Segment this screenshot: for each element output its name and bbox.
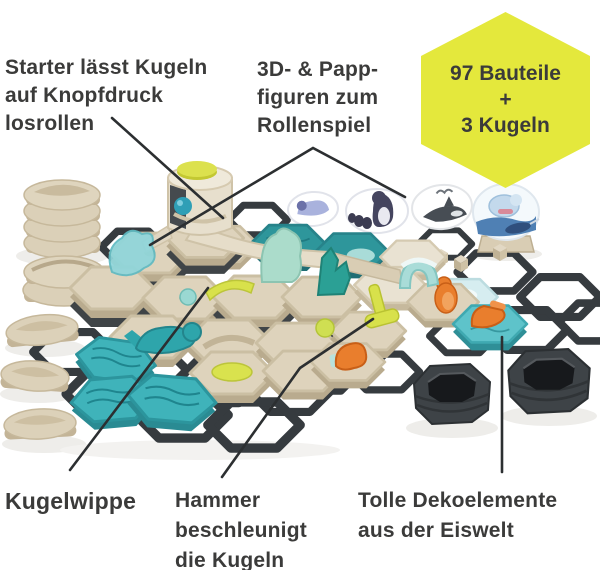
- spiral-stack: [0, 179, 106, 440]
- mint-arch-icon: [398, 257, 440, 289]
- orange-hammer-figure-icon: [470, 300, 506, 329]
- ice-figure-icon: [108, 229, 156, 277]
- figures: [108, 227, 506, 371]
- penguin-standee-icon: [345, 188, 409, 234]
- callout-kugelwippe-label: Kugelwippe: [5, 488, 137, 514]
- deco-tile: [72, 333, 160, 393]
- height-rings: [412, 347, 591, 426]
- callout-starter-label: Starter lässt Kugeln auf Knopfdruck losr…: [5, 56, 208, 135]
- orange-figure-icon: [329, 342, 368, 371]
- curve-tile: [0, 360, 70, 392]
- height-ring-icon: [412, 362, 492, 426]
- callout-hammer-label: Hammer beschleunigt die Kugeln: [175, 489, 307, 570]
- hammer-tool-icon: [364, 283, 400, 329]
- deco-tile: [124, 371, 220, 434]
- leader-line-starter: [110, 116, 225, 220]
- iceberg-figure-icon: [260, 227, 302, 283]
- orange-penguin-icon: [434, 276, 458, 314]
- height-ring-icon: [507, 347, 591, 415]
- leader-line-kugelwippe: [68, 286, 210, 472]
- callout-deko-label: Tolle Dekoelemente aus der Eiswelt: [358, 489, 558, 542]
- papp-standees: [287, 183, 540, 272]
- whale-standee-icon: [287, 190, 339, 228]
- seal-figure-icon: [124, 322, 202, 355]
- orca-standee-icon: [411, 183, 473, 231]
- leader-line-hammer: [220, 317, 375, 479]
- curve-tile: [5, 313, 79, 348]
- ice-crystal-icon: [316, 246, 352, 297]
- hex-tiles-front: [67, 282, 529, 434]
- leader-line-papp: [148, 146, 407, 247]
- marble-icon: [179, 288, 197, 306]
- marble-icon: [174, 197, 192, 215]
- curve-tile: [3, 408, 77, 440]
- marble-icon: [315, 318, 335, 338]
- leader-lines: [68, 116, 504, 479]
- polar-scene-standee-icon: [472, 183, 540, 253]
- callout-papp-figures-label: 3D- & Papp- figuren zum Rollenspiel: [257, 58, 379, 137]
- lime-seesaw: [205, 279, 255, 302]
